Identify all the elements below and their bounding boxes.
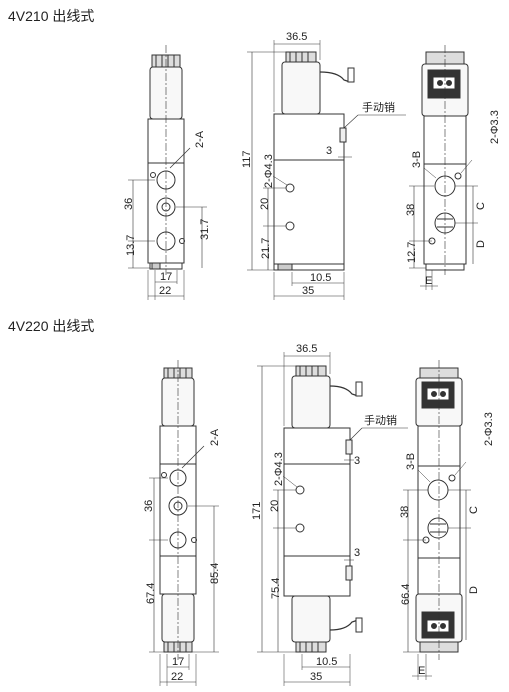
- v1-side-dim-3: 3: [326, 145, 332, 157]
- v1-rear-view: [409, 45, 478, 290]
- v1-rear-dim-d: D: [475, 240, 487, 248]
- v1-front-dim-22: 22: [159, 285, 171, 297]
- v2-rear-dim-66-4: 66.4: [400, 584, 412, 605]
- title-4v210: 4V210 出线式: [8, 8, 95, 24]
- v1-front-dim-36: 36: [123, 198, 135, 210]
- v1-front-view: [128, 45, 207, 300]
- v1-front-dim-31-7: 31.7: [199, 219, 211, 240]
- v1-side-dim-117: 117: [241, 150, 253, 168]
- v2-rear-dim-d: D: [468, 586, 480, 594]
- v1-side-dim-21-7: 21.7: [260, 238, 272, 259]
- v2-rear-dim-c: C: [468, 506, 480, 514]
- v1-rear-dim-38: 38: [405, 204, 417, 216]
- v1-side-dim-phi: 2-Φ4.3: [263, 154, 275, 188]
- v2-side-dim-20: 20: [269, 500, 281, 512]
- v2-rear-dim-3b: 3-B: [405, 453, 417, 470]
- v1-side-dim-10-5: 10.5: [310, 272, 331, 284]
- title-4v220: 4V220 出线式: [8, 318, 95, 334]
- v2-front-label-2a: 2-A: [209, 428, 221, 446]
- v1-front-dim-13-7: 13.7: [125, 235, 137, 256]
- v1-rear-dim-phi: 2-Φ3.3: [489, 110, 501, 144]
- v1-front-dim-17: 17: [160, 271, 172, 283]
- v2-side-dim-75-4: 75.4: [270, 578, 282, 599]
- v2-rear-dim-38: 38: [399, 506, 411, 518]
- v2-front-dim-22: 22: [171, 671, 183, 683]
- v1-side-body: [273, 113, 345, 265]
- v2-side-manual-pin-top: [345, 439, 353, 455]
- v1-rear-dim-c: C: [475, 202, 487, 210]
- v1-side-coil: [281, 61, 321, 115]
- v2-side-manual-label: 手动销: [364, 413, 397, 427]
- v2-side-dim-3-bottom: 3: [354, 547, 360, 559]
- v2-side-dim-phi: 2-Φ4.3: [273, 452, 285, 486]
- v2-front-dim-36: 36: [143, 500, 155, 512]
- v1-rear-dim-e: E: [425, 275, 432, 287]
- v2-side-dim-36-5: 36.5: [296, 343, 317, 355]
- v2-rear-dim-phi: 2-Φ3.3: [483, 412, 495, 446]
- v1-rear-dim-12-7: 12.7: [406, 242, 418, 263]
- v2-side-body: [283, 427, 351, 557]
- v1-front-label-2a: 2-A: [194, 130, 206, 148]
- v2-front-dim-85-4: 85.4: [209, 563, 221, 584]
- v1-side-manual-label: 手动销: [362, 100, 395, 114]
- v2-side-dim-35: 35: [310, 671, 322, 683]
- v1-side-dim-35: 35: [302, 285, 314, 297]
- v1-side-manual-pin: [339, 127, 347, 143]
- v2-side-manual-pin-bottom: [345, 565, 353, 581]
- v1-rear-mount-hole: [454, 172, 462, 180]
- v2-side-view: [257, 352, 408, 686]
- v2-rear-view: [403, 360, 471, 680]
- v2-side-dim-171: 171: [251, 502, 263, 520]
- v1-side-dim-36-5: 36.5: [286, 31, 307, 43]
- v1-side-dim-20: 20: [259, 198, 271, 210]
- v2-side-dim-10-5: 10.5: [316, 656, 337, 668]
- v1-side-view: [247, 40, 406, 300]
- v2-side-dim-3-top: 3: [354, 455, 360, 467]
- v2-front-dim-17: 17: [172, 656, 184, 668]
- v2-front-view: [149, 360, 219, 686]
- v2-front-dim-67-4: 67.4: [145, 583, 157, 604]
- v2-rear-dim-e: E: [418, 665, 425, 677]
- v1-rear-dim-3b: 3-B: [411, 151, 423, 168]
